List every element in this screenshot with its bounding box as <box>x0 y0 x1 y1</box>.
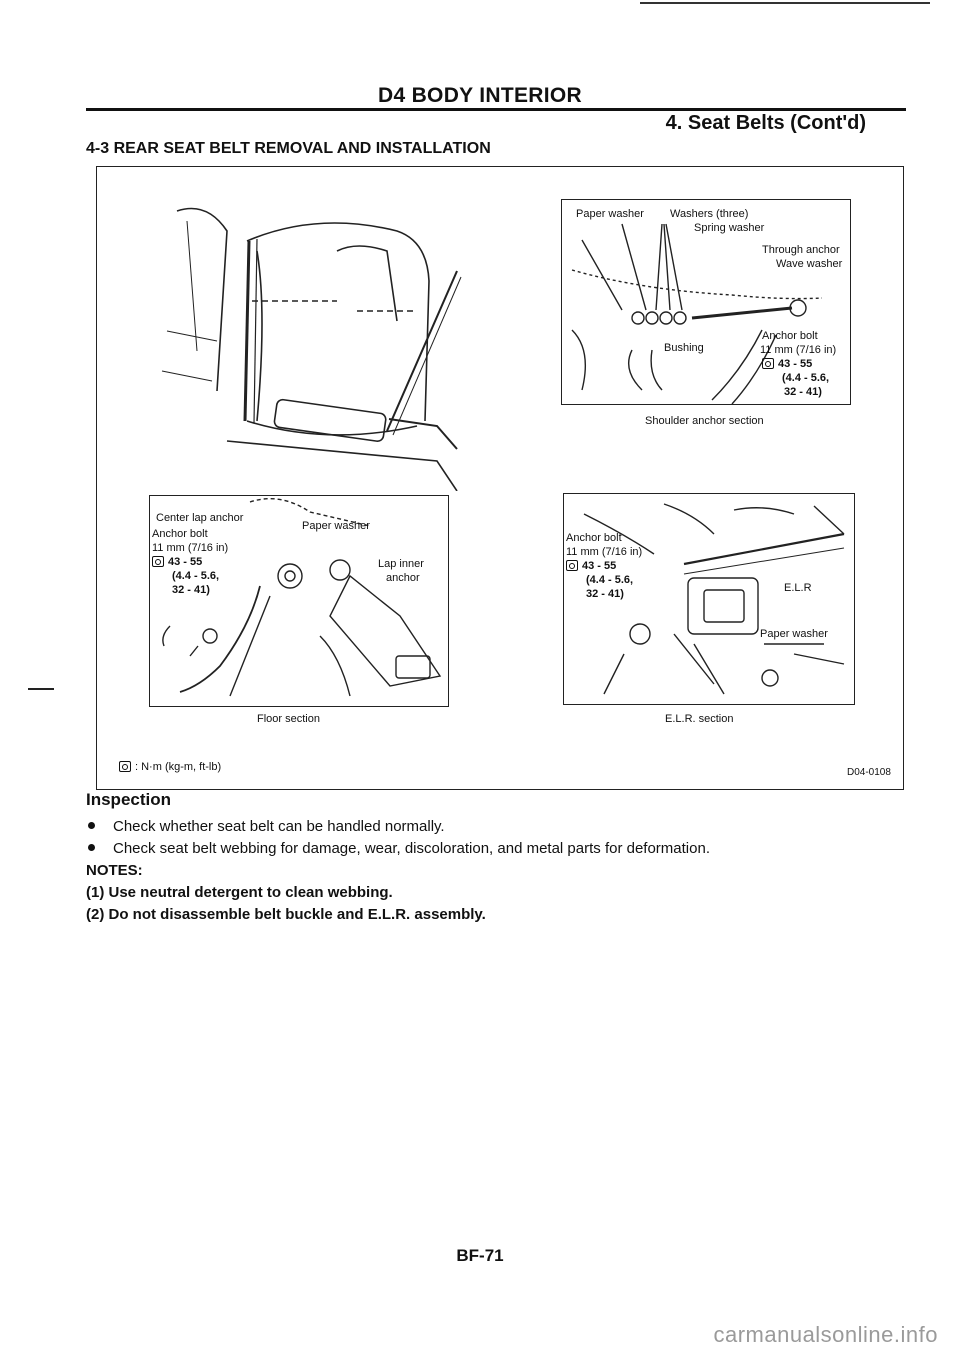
procedure-title: 4-3 REAR SEAT BELT REMOVAL AND INSTALLAT… <box>86 140 491 157</box>
bullet-icon <box>88 822 95 829</box>
spring-washer-label: Spring washer <box>694 222 765 234</box>
torque-value: 43 - 55 <box>152 556 202 569</box>
page-number: BF-71 <box>456 1246 504 1265</box>
torque-icon <box>762 358 774 369</box>
torque-alt-1: (4.4 - 5.6, <box>172 570 220 582</box>
anchor-bolt-label: Anchor bolt <box>566 532 622 544</box>
torque-alt-2: 32 - 41) <box>172 584 210 596</box>
anchor-bolt-label: Anchor bolt <box>762 330 818 342</box>
rear-seat-illustration <box>161 207 462 491</box>
notes-title: NOTES: <box>86 862 143 879</box>
floor-section-drawing <box>162 497 442 697</box>
anchor-bolt-label: Anchor bolt <box>152 528 208 540</box>
paper-washer-label: Paper washer <box>576 208 644 220</box>
bolt-size-label: 11 mm (7/16 in) <box>760 344 837 356</box>
torque-value: 43 - 55 <box>566 560 616 573</box>
bolt-size-label: 11 mm (7/16 in) <box>566 546 643 558</box>
section-title: D4 BODY INTERIOR <box>378 84 582 107</box>
torque-icon <box>566 560 578 571</box>
torque-alt-1: (4.4 - 5.6, <box>782 372 830 384</box>
bullet-icon <box>88 844 95 851</box>
figure-code: D04-0108 <box>847 767 891 778</box>
center-lap-anchor-label: Center lap anchor <box>156 512 244 524</box>
floor-section-inset: Center lap anchor Anchor bolt 11 mm (7/1… <box>149 495 449 707</box>
top-edge-line <box>640 2 930 4</box>
floor-caption: Floor section <box>257 713 320 725</box>
bolt-size-label: 11 mm (7/16 in) <box>152 542 229 554</box>
bushing-label: Bushing <box>664 342 704 354</box>
note-item: (2) Do not disassemble belt buckle and E… <box>86 906 486 923</box>
elr-caption: E.L.R. section <box>665 713 734 725</box>
title-rule <box>86 108 906 111</box>
inspection-bullet: Check whether seat belt can be handled n… <box>88 818 445 835</box>
inspection-bullet: Check seat belt webbing for damage, wear… <box>88 840 710 857</box>
torque-legend: : N·m (kg-m, ft-lb) <box>119 761 221 773</box>
torque-icon <box>152 556 164 567</box>
shoulder-anchor-inset: Paper washer Washers (three) Spring wash… <box>561 199 851 405</box>
figure-frame: Paper washer Washers (three) Spring wash… <box>96 166 904 790</box>
note-item: (1) Use neutral detergent to clean webbi… <box>86 884 393 901</box>
watermark: carmanualsonline.info <box>713 1322 938 1347</box>
washers-three-label: Washers (three) <box>670 208 749 220</box>
margin-mark <box>28 688 54 690</box>
torque-value: 43 - 55 <box>762 358 812 371</box>
anchor-label: anchor <box>386 572 420 584</box>
paper-washer-label: Paper washer <box>302 520 370 532</box>
lap-inner-label: Lap inner <box>378 558 424 570</box>
torque-alt-1: (4.4 - 5.6, <box>586 574 634 586</box>
inspection-title: Inspection <box>86 790 172 809</box>
shoulder-anchor-drawing <box>571 223 823 404</box>
wave-washer-label: Wave washer <box>776 258 843 270</box>
subsection-title: 4. Seat Belts (Cont'd) <box>665 112 866 134</box>
elr-section-drawing <box>583 503 845 695</box>
paper-washer-label: Paper washer <box>760 628 828 640</box>
through-anchor-label: Through anchor <box>762 244 840 256</box>
torque-alt-2: 32 - 41) <box>586 588 624 600</box>
torque-alt-2: 32 - 41) <box>784 386 822 398</box>
torque-icon <box>119 761 131 772</box>
elr-section-inset: Anchor bolt 11 mm (7/16 in) 43 - 55 (4.4… <box>563 493 855 705</box>
shoulder-caption: Shoulder anchor section <box>645 415 764 427</box>
elr-label: E.L.R <box>784 582 812 594</box>
